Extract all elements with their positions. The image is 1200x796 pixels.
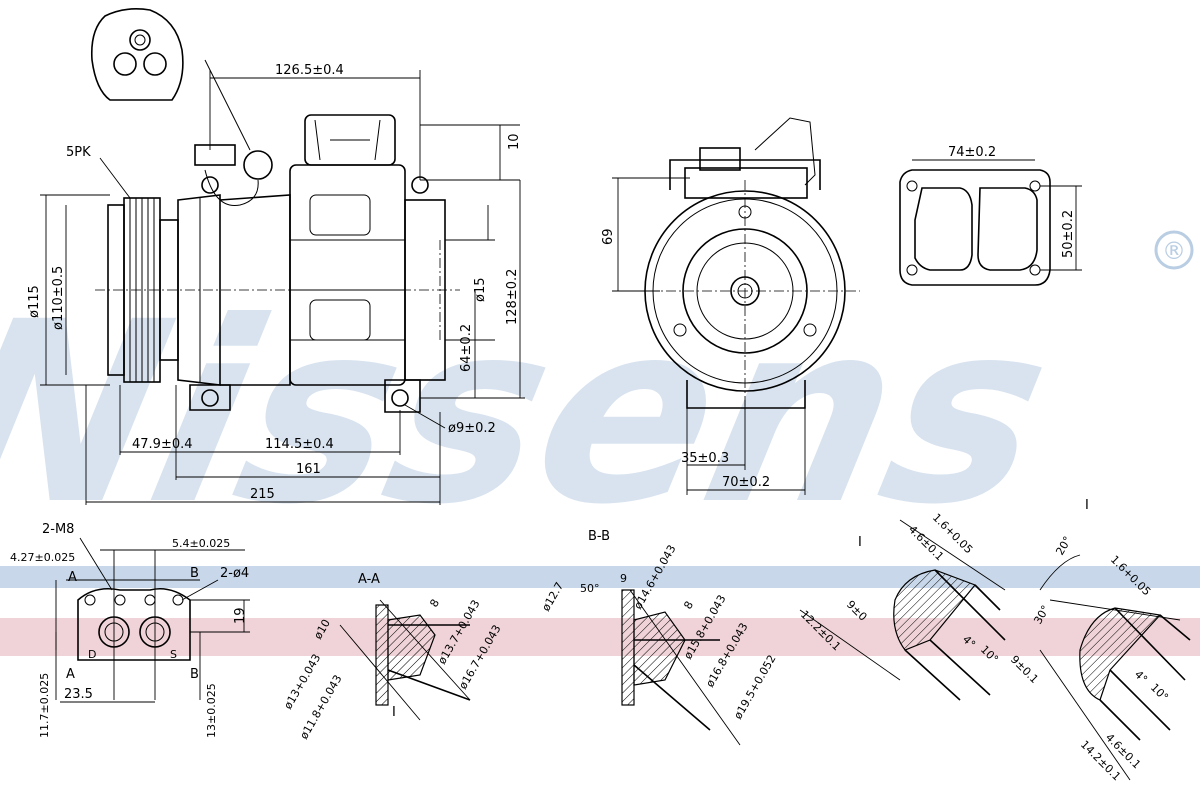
dim-d2-4: 4° <box>1132 668 1150 686</box>
label-belt: 5PK <box>66 145 91 160</box>
connector-inset-icon <box>90 8 184 101</box>
dim-bb-d9: 9 <box>620 572 627 585</box>
svg-text:®: ® <box>1162 237 1186 265</box>
front-view-dimensions: 69 35±0.3 70±0.2 <box>601 177 806 495</box>
section-aa-title: A-A <box>358 572 380 587</box>
dim-height-128: 128±0.2 <box>505 269 520 325</box>
dim-width-70: 70±0.2 <box>722 475 770 490</box>
dim-bb-d8: 8 <box>681 599 696 612</box>
dim-off-35: 35±0.3 <box>681 451 729 466</box>
dim-d2-20: 20° <box>1053 534 1074 557</box>
dim-hole-9: ø9±0.2 <box>448 421 496 436</box>
dim-h19: 19 <box>233 607 248 624</box>
dim-h13: 13±0.025 <box>205 683 218 738</box>
dim-dia-110: ø110±0.5 <box>51 266 66 330</box>
main-view-dimensions: 126.5±0.4 5PK ø115 ø110±0.5 10 ø15 128±0… <box>27 63 525 505</box>
label-a-top: A <box>68 570 77 585</box>
dim-top-offset: 10 <box>507 133 522 150</box>
dim-len-47: 47.9±0.4 <box>132 437 193 452</box>
dim-427: 4.27±0.025 <box>10 551 75 564</box>
dim-aa-d8: 8 <box>427 597 442 610</box>
dim-top-width: 126.5±0.4 <box>275 63 344 78</box>
dim-d2-9: 9±0.1 <box>1008 653 1041 686</box>
label-d-port: D <box>88 648 96 661</box>
dim-len-215: 215 <box>250 487 275 502</box>
detail-aa-mark: I <box>392 705 396 720</box>
band-pink <box>0 618 1200 656</box>
flange-view-dimensions: 2-M8 4.27±0.025 5.4±0.025 A B 2-ø4 19 11… <box>10 522 250 738</box>
dim-dia-115: ø115 <box>27 285 42 318</box>
dim-bb-d195: ø19.5+0.052 <box>731 653 778 722</box>
dim-d2-10: 10° <box>1148 681 1171 704</box>
dim-54: 5.4±0.025 <box>172 537 230 550</box>
label-b-bot: B <box>190 667 199 682</box>
dim-width-74: 74±0.2 <box>948 145 996 160</box>
registered-icon: ® <box>1154 230 1194 270</box>
detail-2: I 20° 1.6+0.05 30° 9±0.1 4° 10° 4.6±0.1 … <box>1008 498 1191 783</box>
dim-height-50: 50±0.2 <box>1061 210 1076 258</box>
label-b-top: B <box>190 566 199 581</box>
dim-height-69: 69 <box>601 228 616 245</box>
port-view-dimensions: 74±0.2 50±0.2 <box>912 145 1082 271</box>
dim-bb-a50: 50° <box>580 582 600 595</box>
section-bb-title: B-B <box>588 529 610 544</box>
dim-height-64: 64±0.2 <box>459 324 474 372</box>
dim-holes-4: 2-ø4 <box>220 566 249 581</box>
section-aa: A-A ø10 8 ø13.7+0.043 ø16.7+0.043 ø13+0.… <box>281 572 503 742</box>
main-side-view <box>90 8 460 413</box>
dim-dia-15: ø15 <box>473 278 488 303</box>
dim-len-161: 161 <box>296 462 321 477</box>
label-s-port: S <box>170 648 177 661</box>
front-view <box>630 117 860 410</box>
label-a-bot: A <box>66 667 75 682</box>
dim-m8: 2-M8 <box>42 522 74 537</box>
band-blue <box>0 566 1200 588</box>
dim-w235: 23.5 <box>64 687 93 702</box>
dim-len-114: 114.5±0.4 <box>265 437 334 452</box>
dim-h117: 11.7±0.025 <box>38 673 51 738</box>
detail-2-mark: I <box>1085 498 1089 513</box>
detail-1-mark: I <box>858 535 862 550</box>
